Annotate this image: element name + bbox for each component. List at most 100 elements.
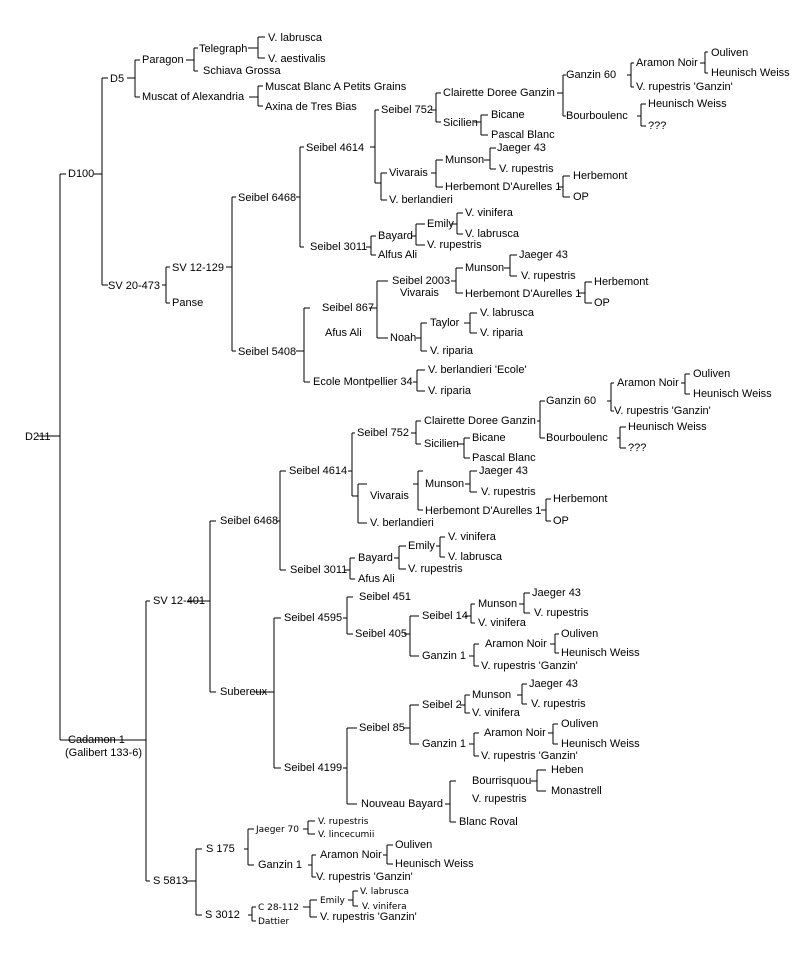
node-dattier: Dattier [258,917,290,927]
node-bourrisquou: Bourrisquou [472,775,531,787]
node-seibel4614-b: Seibel 4614 [289,465,347,477]
node-heunisch-weiss-b: Heunisch Weiss [693,388,772,400]
node-v-vinifera-a: V. vinifera [465,207,514,219]
node-schiava-grossa: Schiava Grossa [203,65,282,77]
node-herbemont-aurelles-a: Herbemont D'Aurelles 1 [445,181,561,193]
node-v-lincecumii: V. lincecumii [318,830,374,840]
node-bourboulenc-heunisch-b: Heunisch Weiss [628,421,707,433]
node-herbemont-aurelles-c: Herbemont D'Aurelles 1 [425,505,541,517]
node-v-labrusca-a: V. labrusca [465,228,520,240]
node-v-rupestris-ganzin-f: V. rupestris 'Ganzin' [320,911,417,923]
node-seibel752-b: Seibel 752 [357,427,409,439]
node-munson-e: Munson [472,689,511,701]
node-bourboulenc-a: Bourboulenc [566,110,628,122]
node-v-berlandieri-ecole: V. berlandieri 'Ecole' [428,364,527,376]
node-v-vinifera-d: V. vinifera [478,617,527,629]
node-ganzin1-c: Ganzin 1 [258,859,302,871]
node-ouliven-e: Ouliven [395,839,432,851]
node-bayard-rupestris-b: V. rupestris [408,563,463,575]
node-v-vinifera-e: V. vinifera [472,707,521,719]
node-seibel3011-b: Seibel 3011 [290,564,347,576]
node-munson-c: Munson [425,478,464,490]
node-herbemont-b: Herbemont [594,276,648,288]
node-v-rupestris-e: V. rupestris [531,698,586,710]
node-sv12129: SV 12-129 [172,262,224,274]
node-seibel867: Seibel 867 [322,302,374,314]
node-v-rupestris-ganzin-b: V. rupestris 'Ganzin' [614,405,711,417]
node-v-rupestris-ganzin-c: V. rupestris 'Ganzin' [481,660,578,672]
node-seibel5408: Seibel 5408 [238,346,296,358]
node-emily-a: Emily [427,218,454,230]
node-muscat-alexandria: Muscat of Alexandria [142,91,245,103]
node-seibel451: Seibel 451 [359,591,411,603]
node-v-rupestris-ganzin-e: V. rupestris 'Ganzin' [316,871,413,883]
node-v-rupestris-f: V. rupestris [472,793,527,805]
node-subereux: Subereux [220,686,268,698]
node-ouliven-c: Ouliven [561,628,598,640]
node-v-labrusca-b: V. labrusca [480,307,535,319]
node-seibel85: Seibel 85 [359,722,405,734]
node-v-rupestris-d: V. rupestris [534,607,589,619]
node-ecole: Ecole Montpellier 34 [313,376,413,388]
node-v-rupestris-ganzin-d: V. rupestris 'Ganzin' [481,750,578,762]
node-sicilien-b: Sicilien [424,438,459,450]
node-seibel4614-a: Seibel 4614 [306,142,364,154]
node-v-rupestris-a: V. rupestris [499,163,554,175]
node-heben: Heben [551,764,583,776]
node-monastrell: Monastrell [551,785,602,797]
node-v-rupestris-g: V. rupestris [318,817,369,827]
node-seibel6468-b: Seibel 6468 [220,515,278,527]
node-paragon: Paragon [142,54,184,66]
node-heunisch-weiss-c: Heunisch Weiss [561,647,640,659]
node-v-rupestris-c: V. rupestris [481,486,536,498]
node-heunisch-weiss-e: Heunisch Weiss [395,858,474,870]
node-v-vinifera-b: V. vinifera [448,531,497,543]
node-unknown-a: ??? [648,120,666,132]
node-axina: Axina de Tres Bias [265,101,357,113]
node-vivarais-b: Vivarais [400,287,439,299]
node-v-labrusca-c: V. labrusca [360,887,409,897]
node-clairette-b: Clairette Doree Ganzin [424,415,536,427]
node-seibel752-a: Seibel 752 [381,104,433,116]
node-v-riparia-taylor: V. riparia [480,327,524,339]
node-ouliven-a: Ouliven [711,47,748,59]
node-muscat-blanc: Muscat Blanc A Petits Grains [265,81,407,93]
node-aramon-noir-b: Aramon Noir [617,377,679,389]
node-herbemont-aurelles-b: Herbemont D'Aurelles 1 [465,288,581,300]
node-d211: D211 [25,431,50,443]
node-seibel405: Seibel 405 [355,628,407,640]
node-jaeger43-d: Jaeger 43 [532,587,581,599]
node-seibel2: Seibel 2 [422,699,462,711]
node-ganzin60-b: Ganzin 60 [546,395,596,407]
tree-labels: D211 D100 D5 Paragon Telegraph V. labrus… [25,32,790,927]
node-emily-b: Emily [408,540,435,552]
node-ecole-riparia: V. riparia [428,385,472,397]
node-sv20473: SV 20-473 [108,280,160,292]
node-pascal-blanc-a: Pascal Blanc [491,129,555,141]
node-d100: D100 [68,168,94,180]
node-jaeger43-b: Jaeger 43 [519,249,568,261]
node-alfus-ali-a: Alfus Ali [378,249,417,261]
node-s3012: S 3012 [205,909,240,921]
node-v-berlandieri-c: V. berlandieri [370,517,434,529]
node-heunisch-weiss-a: Heunisch Weiss [711,67,790,79]
node-seibel14: Seibel 14 [422,610,468,622]
node-vivarais-c: Vivarais [370,490,409,502]
node-aramon-noir-e: Aramon Noir [320,849,382,861]
node-cadamon-galibert: (Galibert 133-6) [65,747,142,759]
node-op-b: OP [594,297,610,309]
node-afus-ali-c: Afus Ali [358,573,395,585]
node-herbemont-a: Herbemont [573,170,627,182]
node-aramon-noir-d: Aramon Noir [484,727,546,739]
node-unknown-b: ??? [628,442,646,454]
node-bicane-a: Bicane [491,109,525,121]
node-ouliven-b: Ouliven [693,368,730,380]
node-bourboulenc-b: Bourboulenc [546,432,608,444]
node-aramon-noir-c: Aramon Noir [485,638,547,650]
node-bourboulenc-heunisch-a: Heunisch Weiss [648,98,727,110]
node-munson-d: Munson [478,598,517,610]
node-bayard-b: Bayard [358,552,393,564]
node-seibel2003: Seibel 2003 [392,275,450,287]
node-d5: D5 [110,73,124,85]
